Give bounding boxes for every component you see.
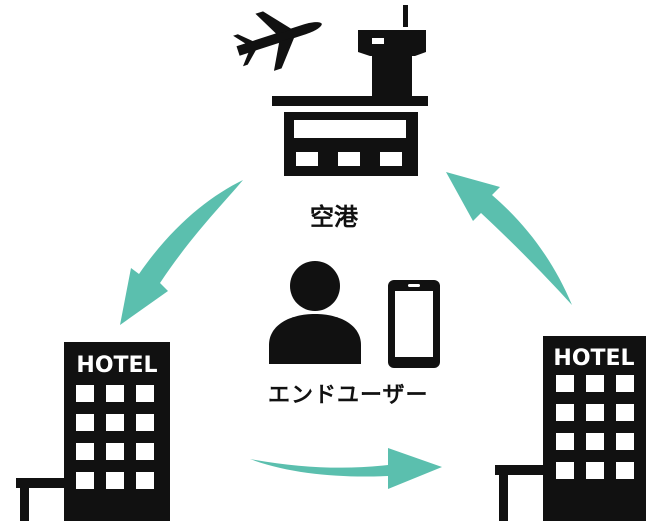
airport-label: 空港 <box>310 203 358 231</box>
airport-tower-icon <box>272 5 428 176</box>
end-user-label: エンドユーザー <box>268 383 429 408</box>
arrow-airport-to-left-hotel <box>120 180 243 325</box>
hotel-left-sign: HOTEL <box>76 353 157 378</box>
smartphone-icon <box>388 280 440 368</box>
hotel-right-icon <box>495 336 646 521</box>
hotel-left-icon <box>16 342 170 521</box>
person-icon <box>269 261 361 364</box>
hotel-right-sign: HOTEL <box>553 346 634 371</box>
arrow-left-hotel-to-right-hotel <box>250 448 442 489</box>
airplane-icon <box>233 11 322 71</box>
arrow-right-hotel-to-airport <box>446 172 572 305</box>
